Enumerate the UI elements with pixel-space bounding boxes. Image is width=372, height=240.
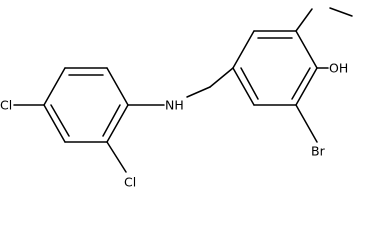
- bond-ring1-d: [43, 104, 66, 143]
- bond-ring1-to-cl-ortho: [106, 141, 127, 173]
- bond-ring2-d: [295, 67, 318, 106]
- bond-ring2-a: [232, 30, 255, 69]
- atom-label-cl-ortho: Cl: [124, 175, 136, 190]
- atom-label-cl-para: Cl: [0, 98, 12, 113]
- dichlorophenyl-ring: [43, 67, 129, 143]
- bond-ring2-double-3: [240, 67, 259, 100]
- bond-ring2-c: [295, 30, 318, 69]
- bond-ring1-double-2: [50, 104, 70, 137]
- bond-ring1-f: [106, 104, 129, 143]
- atom-label-amine: NH: [165, 98, 184, 113]
- bond-ring2-to-methoxy-o: [295, 8, 313, 32]
- bond-ch2-to-ring2: [209, 67, 234, 88]
- bromomethoxyphenol-ring: [232, 30, 318, 106]
- chemical-structure-diagram: Cl Cl NH OH Br: [0, 7, 353, 190]
- bond-ring1-double-3: [102, 104, 121, 137]
- atom-label-hydroxyl: OH: [329, 61, 348, 76]
- bond-methoxy-o-to-ch3: [329, 7, 353, 17]
- bond-ring2-to-br: [295, 104, 318, 143]
- bond-ring1-c: [43, 67, 66, 106]
- bond-nh-to-ch2: [186, 86, 211, 98]
- atom-label-bromine: Br: [311, 144, 326, 159]
- bond-ring1-a: [106, 67, 129, 106]
- bond-ring2-double-2: [291, 67, 311, 100]
- bond-ring2-f: [232, 67, 255, 106]
